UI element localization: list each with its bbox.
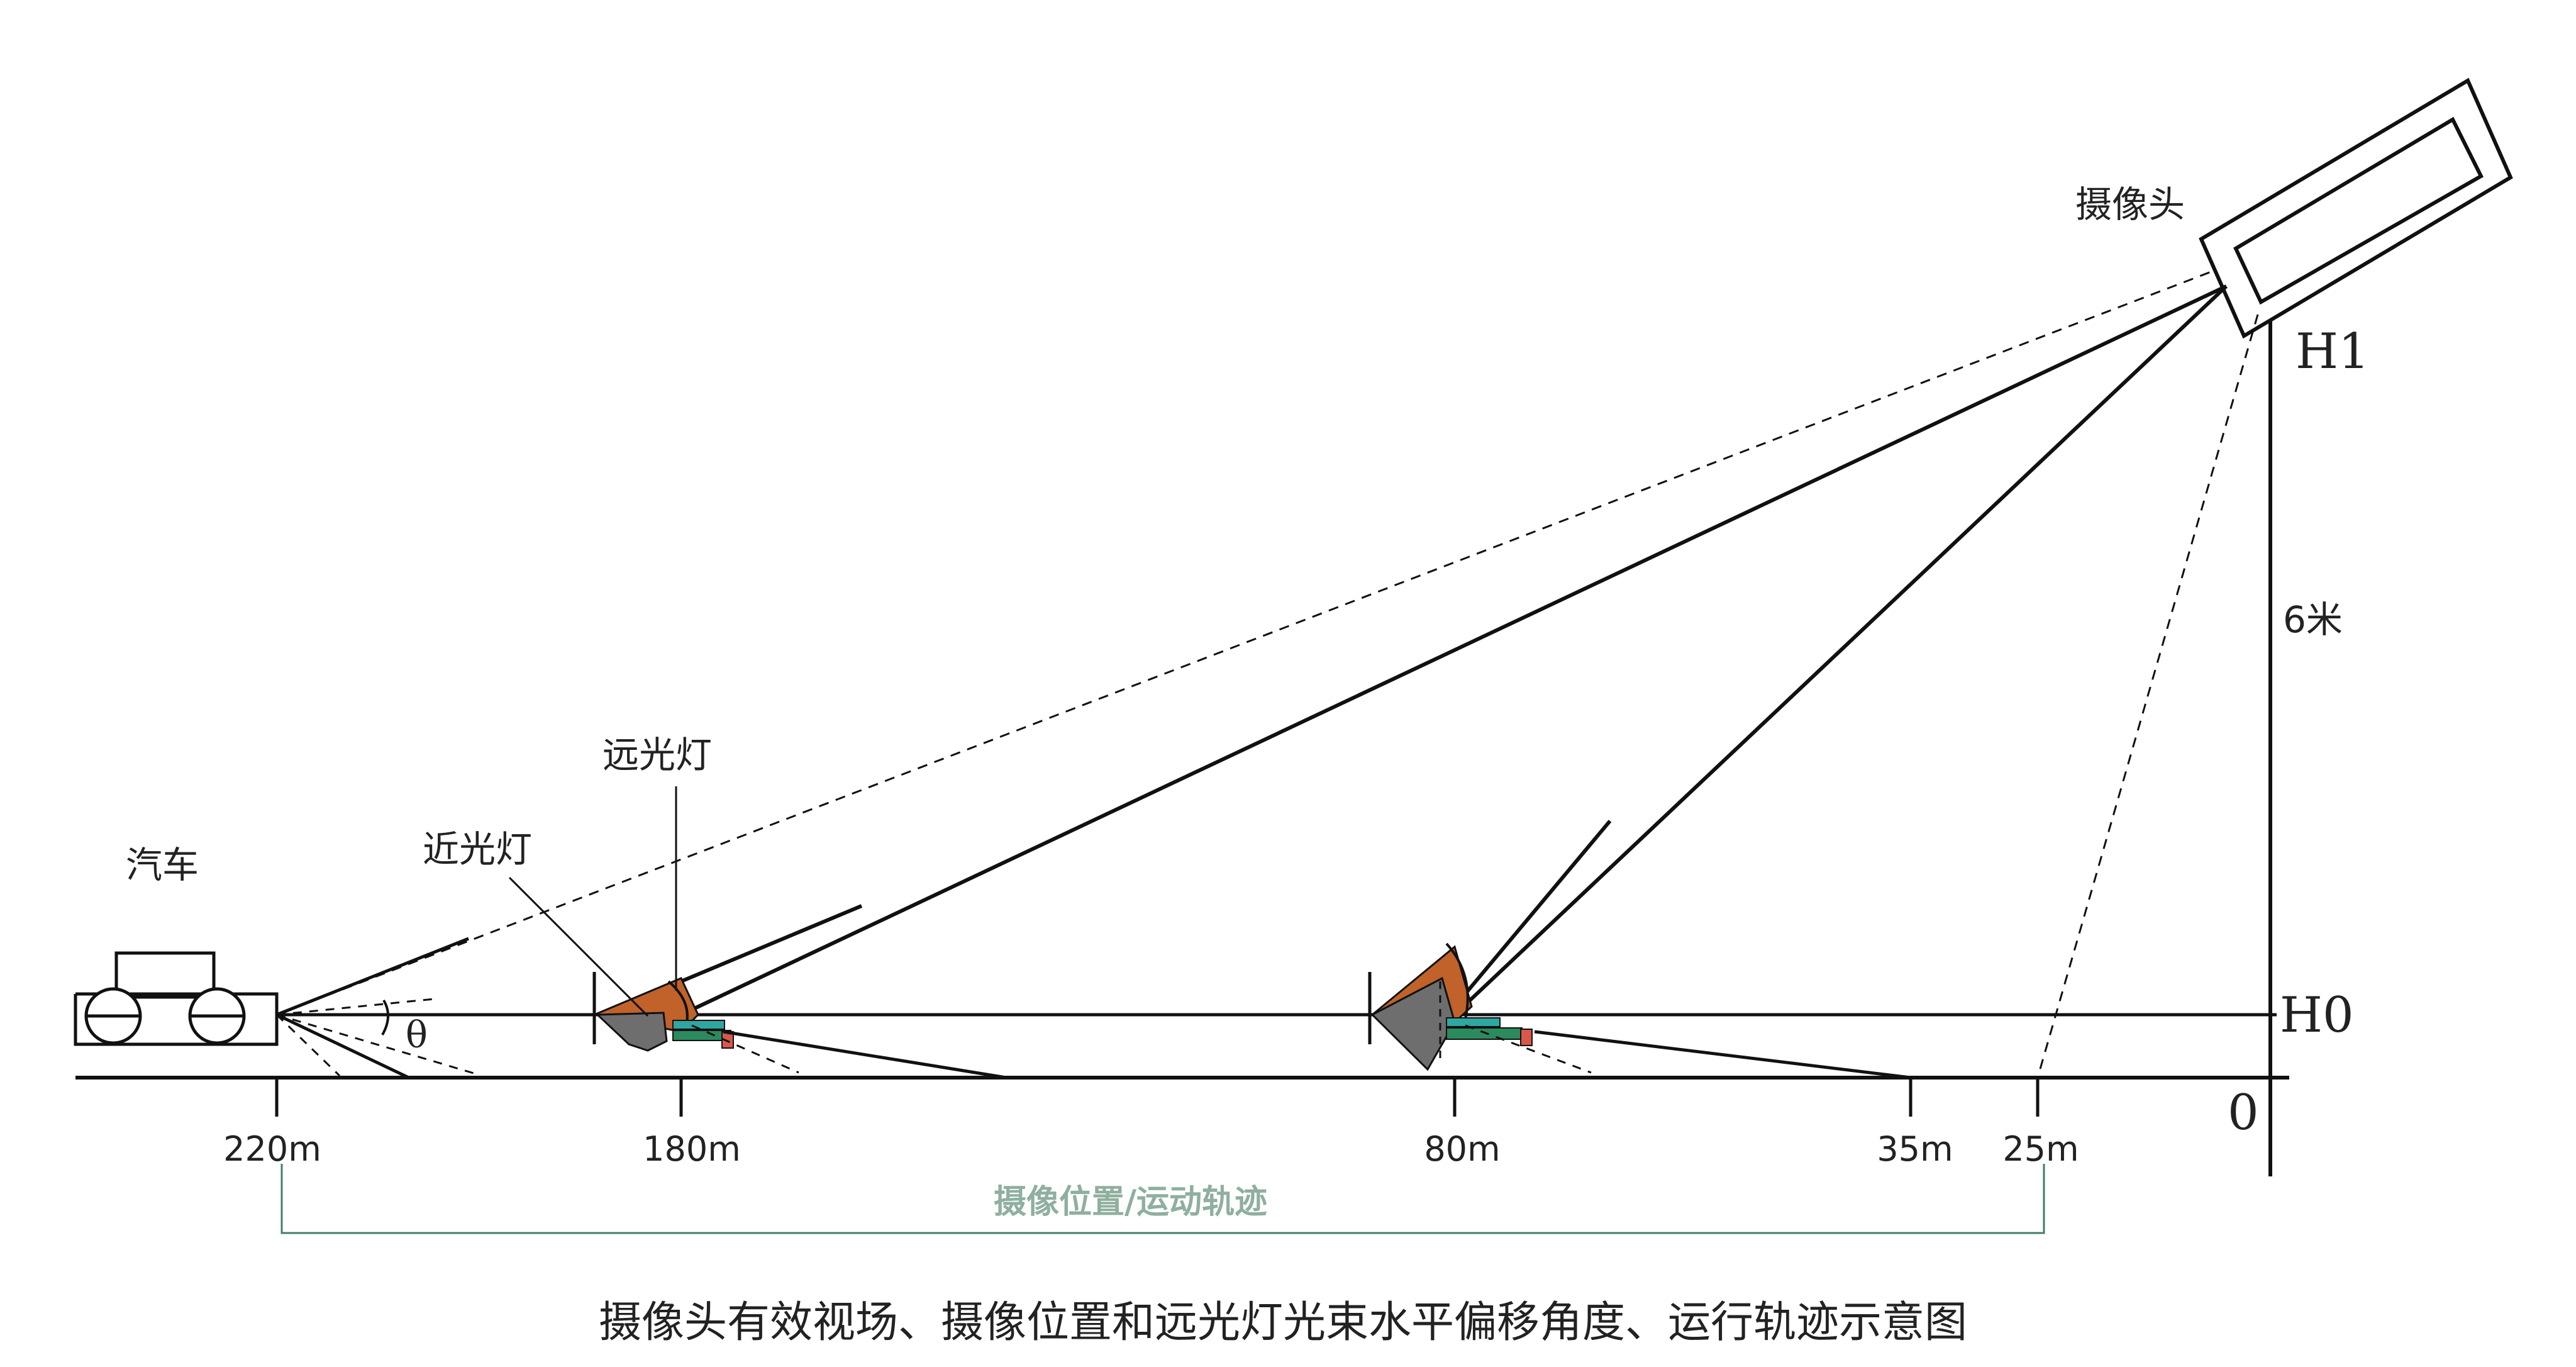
distance-label-25m: 25m xyxy=(2002,1129,2079,1169)
camera-label: 摄像头 xyxy=(2075,183,2185,226)
camera-fov-lines xyxy=(680,284,2259,1078)
track-bracket xyxy=(280,1164,2045,1234)
figure-caption: 摄像头有效视场、摄像位置和远光灯光束水平偏移角度、运行轨迹示意图 xyxy=(599,1298,1967,1347)
camera-icon xyxy=(2199,77,2513,339)
distance-label-180m: 180m xyxy=(643,1129,741,1169)
distance-ticks xyxy=(275,1078,2040,1117)
high-beam-label: 远光灯 xyxy=(602,734,712,776)
h0-label: H0 xyxy=(2280,987,2354,1044)
origin-label: 0 xyxy=(2228,1085,2259,1141)
low-beam-label: 近光灯 xyxy=(423,828,532,871)
track-label: 摄像位置/运动轨迹 xyxy=(994,1183,1267,1221)
distance-label-220m: 220m xyxy=(223,1129,321,1169)
distance-label-80m: 80m xyxy=(1424,1129,1500,1169)
car-beams xyxy=(275,260,2240,1080)
lamp-group-180m xyxy=(508,786,1007,1080)
height-label: 6米 xyxy=(2283,598,2343,641)
distance-label-35m: 35m xyxy=(1877,1129,1953,1169)
car-icon xyxy=(74,951,279,1046)
h1-label: H1 xyxy=(2296,323,2370,380)
angle-label: θ xyxy=(406,1013,428,1056)
lamp-group-80m xyxy=(1368,820,1911,1080)
car-label: 汽车 xyxy=(126,844,199,886)
